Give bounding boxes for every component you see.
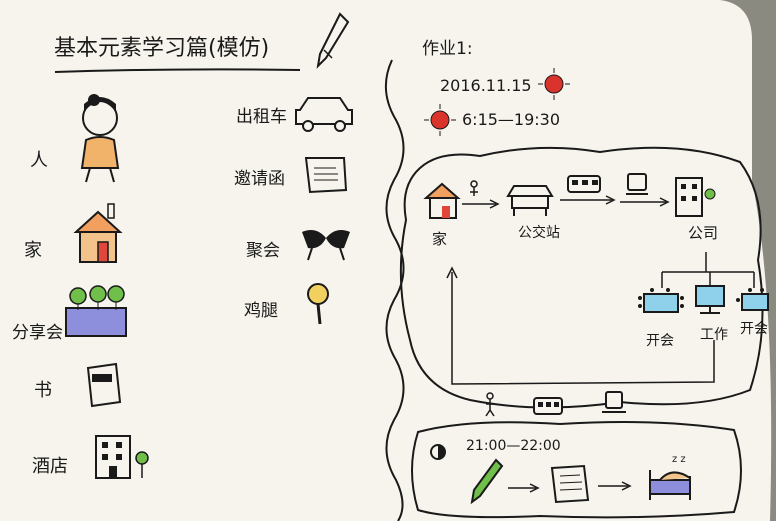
element-label: 出租车: [236, 102, 287, 127]
page-title: 基本元素学习篇(模仿): [54, 30, 269, 62]
meeting-label: 开会: [646, 330, 674, 350]
meeting-label: 开会: [740, 318, 768, 338]
evening-time: 21:00—22:00: [466, 438, 561, 454]
element-label: 聚会: [246, 236, 280, 261]
bus-icon: [568, 176, 600, 192]
element-label: 家: [24, 236, 42, 262]
element-label: 酒店: [32, 452, 68, 478]
sharing-board-icon: [66, 286, 126, 336]
invitation-icon: [306, 158, 346, 192]
assignment-heading: 作业1:: [422, 34, 473, 59]
moon-icon: [431, 445, 445, 459]
notes-icon: [552, 466, 588, 502]
date-text: 2016.11.15: [440, 76, 532, 95]
time-range: 6:15—19:30: [462, 110, 560, 129]
company-label: 公司: [688, 222, 718, 243]
svg-text:z z: z z: [672, 454, 686, 465]
element-label: 鸡腿: [244, 296, 278, 321]
element-label: 分享会: [12, 318, 63, 343]
home-label: 家: [432, 228, 447, 249]
element-label: 人: [30, 146, 48, 172]
element-label: 邀请函: [234, 164, 285, 189]
book-icon: [88, 364, 120, 406]
bus-icon: [534, 398, 562, 414]
work-label: 工作: [700, 324, 728, 344]
bus-stop-label: 公交站: [518, 222, 560, 242]
element-label: 书: [34, 376, 52, 402]
